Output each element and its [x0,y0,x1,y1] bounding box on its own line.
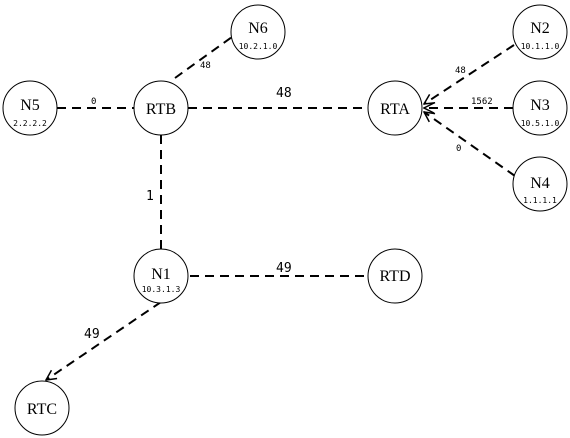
node-n3-circle [512,80,568,136]
node-n5[interactable]: N5 2.2.2.2 [2,80,58,136]
edge-label-rta-n2: 48 [455,66,466,76]
node-n2-addr: 10.1.1.0 [521,42,560,51]
node-rtc[interactable]: RTC [14,380,70,436]
node-rtd[interactable]: RTD [367,248,423,304]
node-n4-name: N4 [530,175,550,192]
node-rtc-name: RTC [27,401,57,418]
nodes: N6 10.2.1.0 N5 2.2.2.2 RTB RTA N2 10.1.1… [2,4,568,436]
node-n2-name: N2 [530,20,550,37]
node-n1-name: N1 [151,266,171,283]
node-rtb-circle [133,80,189,136]
edge-label-n5-rtb: 0 [91,97,96,107]
node-n1-addr: 10.3.1.3 [142,285,181,294]
node-rtb-name: RTB [146,101,176,118]
node-rtb[interactable]: RTB [133,80,189,136]
edge-label-rtb-n1: 1 [146,189,154,204]
node-n6-circle [230,4,286,60]
node-n1[interactable]: N1 10.3.1.3 [133,248,189,304]
edge-n1-rtc[interactable] [46,301,162,380]
node-n2[interactable]: N2 10.1.1.0 [512,4,568,60]
node-n6-addr: 10.2.1.0 [239,42,278,51]
edge-labels: 48 0 48 48 1562 0 1 49 49 [84,61,493,342]
node-n6[interactable]: N6 10.2.1.0 [230,4,286,60]
edge-label-rtb-rta: 48 [276,86,292,101]
node-n5-circle [2,80,58,136]
node-n4[interactable]: N4 1.1.1.1 [512,156,568,212]
edge-rta-n4[interactable] [424,112,516,177]
edge-label-n1-rtc: 49 [84,327,100,342]
node-n2-circle [512,4,568,60]
node-rtd-circle [367,248,423,304]
node-rta[interactable]: RTA [367,80,423,136]
node-n3-addr: 10.5.1.0 [521,119,560,128]
node-rtc-circle [14,380,70,436]
edges [46,36,516,380]
edge-label-rta-n3: 1562 [471,97,493,107]
edge-label-rtb-n6: 48 [200,61,211,71]
edge-rta-n2[interactable] [424,44,515,104]
edge-label-n1-rtd: 49 [276,261,292,276]
node-n1-circle [133,248,189,304]
node-n6-name: N6 [248,20,268,37]
node-n3-name: N3 [530,97,550,114]
node-n3[interactable]: N3 10.5.1.0 [512,80,568,136]
edge-label-rta-n4: 0 [456,144,461,154]
node-rtd-name: RTD [379,268,410,285]
node-n5-addr: 2.2.2.2 [13,119,47,128]
edge-rtb-n6 [174,36,233,79]
node-n4-addr: 1.1.1.1 [523,196,557,205]
node-rta-circle [367,80,423,136]
node-rta-name: RTA [380,101,410,118]
node-n5-name: N5 [20,97,40,114]
node-n4-circle [512,156,568,212]
